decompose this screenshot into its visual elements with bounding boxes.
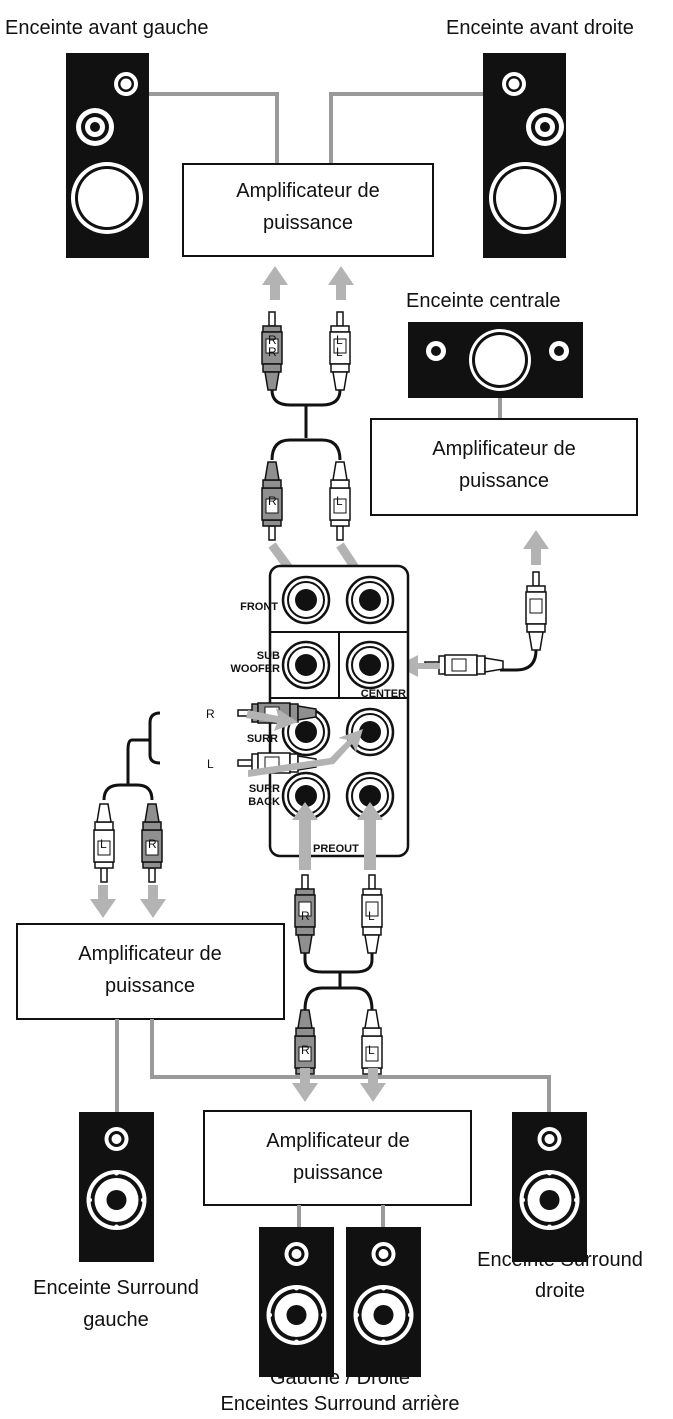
- surround-amp-label-line1: Amplificateur de: [78, 943, 221, 965]
- surrback-upper-plug-l-letter: L: [368, 909, 375, 923]
- panel-label-surrback-line2: BACK: [248, 796, 280, 808]
- center-speaker: [408, 322, 583, 398]
- surrback-amp-label-line2: puissance: [293, 1162, 383, 1184]
- surrback-y-cable: [303, 953, 374, 1011]
- center-amplifier: Amplificateur de puissance: [370, 418, 638, 516]
- front-left-speaker: [66, 53, 149, 258]
- center-speaker-label: Enceinte centrale: [406, 290, 561, 312]
- center-amp-arrow: [523, 530, 549, 565]
- front-lower-plug-l-letter: L: [336, 494, 343, 508]
- center-plug-vertical: [525, 571, 547, 651]
- surround-back-left-speaker: [259, 1227, 334, 1377]
- surrback-lower-plug-l-letter: L: [368, 1043, 375, 1057]
- surround-speaker-wires: [115, 1019, 551, 1112]
- panel-label-preout: PREOUT: [313, 843, 359, 855]
- surr-amp-arrows: [90, 885, 166, 918]
- surr-r-arrow: [246, 708, 298, 731]
- svg-text:R: R: [268, 345, 277, 359]
- panel-label-surr: SURR: [247, 733, 278, 745]
- surr-plug-r-letter: R: [206, 707, 215, 721]
- front-upper-plug-l: L: [329, 311, 351, 391]
- front-amp-label-line1: Amplificateur de: [236, 180, 379, 202]
- surr-down-plug-l-letter: L: [100, 837, 107, 851]
- surround-back-right-speaker: [346, 1227, 421, 1377]
- surrback-jack-arrows: [292, 802, 383, 870]
- front-lower-plug-r-letter: R: [268, 494, 277, 508]
- panel-label-center: CENTER: [361, 688, 406, 700]
- front-y-cable: [270, 389, 342, 461]
- surr-l-arrow: [248, 729, 363, 777]
- front-left-speaker-label: Enceinte avant gauche: [5, 17, 209, 39]
- surround-back-label-line1: Gauche / Droite: [270, 1367, 410, 1389]
- jack-front-r: [281, 575, 331, 625]
- surrback-upper-plug-r-letter: R: [301, 909, 310, 923]
- svg-text:L: L: [336, 345, 343, 359]
- surr-plug-l-letter: L: [207, 757, 214, 771]
- surrback-lower-plug-r-letter: R: [301, 1043, 310, 1057]
- surr-down-plug-r-letter: R: [148, 837, 157, 851]
- panel-label-surrback-line1: SURR: [249, 783, 280, 795]
- front-upper-plug-l-letter: L: [336, 333, 343, 347]
- surround-back-label-line2: Enceintes Surround arrière: [220, 1393, 459, 1415]
- front-speaker-wires: [149, 92, 483, 165]
- surrback-amp-label-line1: Amplificateur de: [266, 1130, 409, 1152]
- front-amp-arrows: [262, 266, 354, 300]
- surround-right-label-line1: Enceinte Surround: [477, 1249, 643, 1271]
- surround-left-label-line2: gauche: [83, 1309, 149, 1331]
- panel-label-sub-line1: SUB: [257, 650, 280, 662]
- surrback-speaker-wires: [297, 1205, 385, 1228]
- surround-amp-label-line2: puissance: [105, 975, 195, 997]
- front-amp-label-line2: puissance: [263, 212, 353, 234]
- jack-subwoofer: [281, 640, 331, 690]
- front-amplifier: Amplificateur de puissance: [182, 163, 434, 257]
- center-amp-label-line2: puissance: [459, 470, 549, 492]
- front-right-speaker: [483, 53, 566, 258]
- surround-left-label-line1: Enceinte Surround: [33, 1277, 199, 1299]
- front-right-speaker-label: Enceinte avant droite: [446, 17, 634, 39]
- surround-right-speaker: [512, 1112, 587, 1262]
- front-upper-plug-r-letter: R: [268, 333, 277, 347]
- jack-center: [345, 640, 395, 690]
- panel-label-sub-line2: WOOFER: [231, 663, 281, 675]
- surrback-amp-arrows: [292, 1068, 386, 1102]
- front-upper-plug-r: R: [261, 311, 283, 391]
- panel-label-front: FRONT: [240, 601, 278, 613]
- surround-left-speaker: [79, 1112, 154, 1262]
- center-cable: [500, 649, 538, 672]
- jack-surr-l: [345, 707, 395, 757]
- jack-front-l: [345, 575, 395, 625]
- center-amp-label-line1: Amplificateur de: [432, 438, 575, 460]
- surround-right-label-line2: droite: [535, 1280, 585, 1302]
- surr-y-cable: [102, 711, 161, 801]
- surround-back-amplifier: Amplificateur de puissance: [203, 1110, 472, 1206]
- surround-amplifier: Amplificateur de puissance: [16, 923, 285, 1020]
